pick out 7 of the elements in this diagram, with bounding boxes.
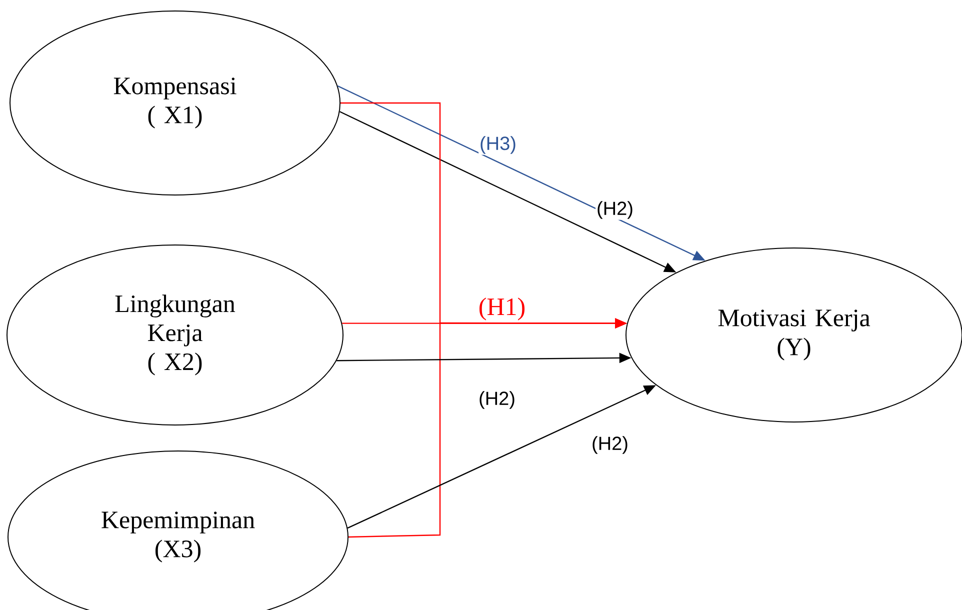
- edge-label: (H2): [478, 390, 516, 410]
- ellipse-node: Lingkungan Kerja ( X2): [6, 244, 344, 426]
- edge-label: (H2): [590, 435, 630, 455]
- ellipse-node: Kompensasi ( X1): [10, 10, 340, 196]
- edge-label: (H3): [478, 135, 518, 155]
- edge-label: (H2): [596, 200, 634, 220]
- edge-label: (H1): [477, 296, 527, 322]
